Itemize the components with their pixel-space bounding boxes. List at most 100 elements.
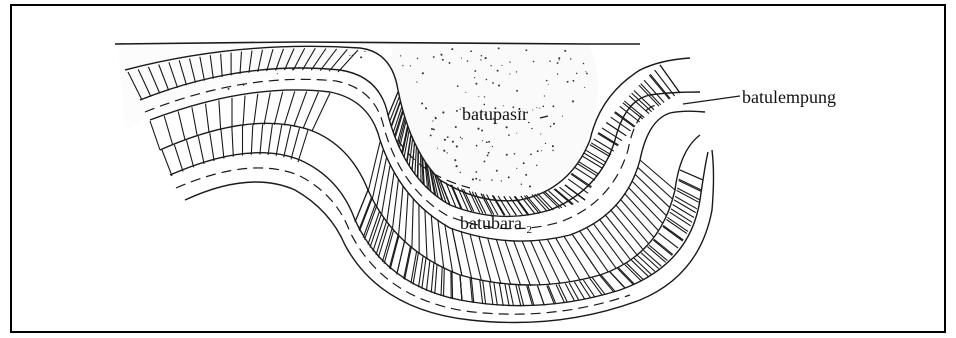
stipple-dot (558, 59, 559, 60)
stipple-dot (497, 70, 499, 72)
stipple-dot (506, 154, 508, 156)
stipple-dot (417, 58, 418, 59)
stipple-dot (583, 63, 585, 65)
stipple-dot (476, 145, 478, 147)
stipple-dot (514, 153, 516, 155)
stipple-dot (552, 150, 553, 151)
stipple-dot (457, 85, 459, 87)
stipple-dot (557, 62, 559, 64)
stipple-dot (516, 71, 517, 72)
stipple-dot (483, 160, 485, 162)
stipple-dot (487, 154, 489, 156)
stipple-dot (523, 162, 525, 164)
stipple-dot (584, 87, 585, 88)
stipple-dot (488, 152, 490, 154)
stipple-dot (474, 70, 476, 72)
stipple-dot (460, 109, 461, 110)
stipple-dot (498, 84, 500, 86)
stipple-dot (421, 103, 423, 105)
stipple-dot (498, 47, 500, 49)
stipple-dot (440, 54, 442, 56)
label-coal-subscript: 2 (526, 224, 532, 236)
stipple-dot (486, 79, 488, 81)
stipple-dot (433, 128, 435, 130)
stipple-dot (456, 165, 458, 167)
stipple-dot (564, 50, 566, 52)
stipple-dot (482, 140, 483, 141)
stipple-dot (442, 111, 444, 113)
stipple-dot (572, 100, 574, 102)
stipple-dot (442, 59, 444, 61)
stipple-dot (435, 117, 436, 118)
stipple-dot (475, 178, 477, 180)
stipple-dot (455, 126, 457, 128)
stipple-dot (447, 152, 448, 153)
stipple-dot (484, 96, 485, 97)
stipple-dot (488, 141, 490, 143)
stipple-dot (349, 55, 350, 56)
stipple-dot (528, 122, 530, 124)
stipple-dot (452, 141, 454, 143)
stipple-dot (277, 73, 278, 74)
stipple-dot (460, 172, 461, 173)
stipple-dot (585, 71, 586, 72)
stipple-dot (553, 123, 555, 125)
stipple-dot (479, 179, 481, 181)
stipple-dot (516, 168, 517, 169)
stipple-dot (492, 82, 494, 84)
stipple-dot (552, 105, 554, 107)
stipple-dot (474, 77, 475, 78)
stipple-dot (552, 145, 554, 147)
stipple-dot (529, 185, 531, 187)
stipple-dot (432, 120, 433, 121)
stipple-dot (549, 60, 550, 61)
stipple-dot (461, 58, 462, 59)
stipple-dot (501, 180, 502, 181)
hatch-line (417, 150, 418, 177)
stipple-dot (481, 130, 483, 132)
stipple-dot (567, 81, 569, 83)
stipple-dot (472, 178, 474, 180)
stipple-dot (460, 137, 461, 138)
stipple-dot (475, 171, 477, 173)
stipple-dot (586, 73, 588, 75)
stipple-dot (496, 170, 498, 172)
stipple-dot (360, 56, 362, 58)
stipple-dot (562, 116, 563, 117)
stipple-dot (536, 165, 537, 166)
stipple-dot (456, 110, 458, 112)
stipple-dot (422, 72, 424, 74)
stipple-dot (525, 174, 527, 176)
stipple-dot (545, 143, 546, 144)
stipple-dot (576, 73, 578, 75)
stipple-dot (434, 56, 435, 57)
stipple-dot (539, 108, 540, 109)
stipple-dot (449, 62, 451, 64)
stipple-dot (546, 80, 548, 82)
stipple-dot (543, 106, 545, 108)
stipple-dot (485, 57, 487, 59)
stipple-dot (425, 107, 427, 109)
stipple-dot (516, 133, 517, 134)
stipple-dot (443, 150, 445, 152)
stipple-dot (509, 61, 510, 62)
stipple-dot (430, 134, 432, 136)
stipple-dot (558, 57, 560, 59)
stipple-dot (228, 88, 230, 90)
stipple-dot (410, 65, 411, 66)
label-coal-text: batubara (460, 213, 522, 233)
stipple-dot (491, 179, 492, 180)
label-claystone: batulempung (742, 87, 836, 107)
stipple-dot (402, 65, 403, 66)
stipple-dot (447, 136, 449, 138)
stipple-dot (521, 184, 522, 185)
stipple-dot (533, 61, 535, 63)
stipple-dot (516, 90, 518, 92)
stipple-dot (509, 74, 510, 75)
stipple-dot (444, 139, 446, 141)
stipple-dot (540, 134, 541, 135)
stipple-dot (243, 85, 244, 86)
stipple-dot (501, 65, 502, 66)
stipple-dot (481, 55, 482, 56)
